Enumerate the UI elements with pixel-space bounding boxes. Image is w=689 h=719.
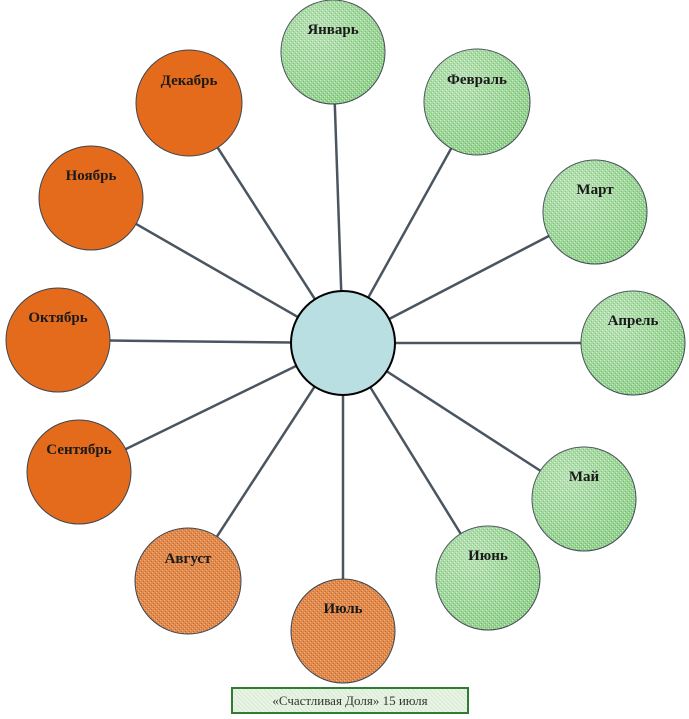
month-circle-sheen	[543, 160, 647, 264]
month-circle	[134, 527, 242, 635]
spoke-3	[388, 234, 550, 321]
month-node-12: Декабрь	[135, 49, 243, 157]
month-label: Январь	[307, 22, 358, 38]
month-node-1: Январь	[280, 0, 386, 105]
month-circle	[290, 578, 396, 684]
month-label: Март	[576, 182, 614, 198]
month-label: Июль	[323, 601, 362, 617]
spoke-5	[385, 370, 542, 472]
month-node-10: Октябрь	[5, 287, 111, 393]
spoke-1	[333, 103, 343, 292]
spoke-8	[215, 385, 316, 538]
month-node-11: Ноябрь	[38, 145, 144, 251]
month-node-6: Июнь	[435, 525, 541, 631]
month-label: Декабрь	[161, 73, 218, 89]
month-label: Июнь	[468, 548, 508, 564]
spoke-12	[216, 146, 316, 300]
month-label: Август	[165, 551, 212, 567]
month-circle-sheen	[424, 49, 530, 155]
center-hub	[290, 290, 396, 396]
month-label: Апрель	[608, 313, 659, 329]
month-circle-sheen	[436, 526, 540, 630]
month-circle	[5, 287, 111, 393]
month-node-5: Май	[531, 446, 637, 552]
month-label: Февраль	[447, 72, 507, 88]
month-circle	[26, 419, 132, 525]
month-circle	[38, 145, 144, 251]
month-circle-sheen	[581, 291, 685, 395]
month-label: Май	[569, 469, 600, 485]
month-circle	[135, 49, 243, 157]
month-label: Октябрь	[28, 310, 87, 326]
month-circle-sheen	[532, 447, 636, 551]
month-label: Сентябрь	[46, 442, 111, 458]
spoke-6	[369, 386, 462, 535]
caption-text: «Счастливая Доля» 15 июля	[272, 692, 428, 708]
month-circle-sheen	[281, 0, 385, 104]
month-node-2: Февраль	[423, 48, 531, 156]
caption: «Счастливая Доля» 15 июля	[231, 687, 469, 714]
spoke-2	[367, 147, 453, 299]
spoke-9	[125, 364, 297, 451]
spokes	[109, 103, 581, 579]
month-node-4: Апрель	[580, 290, 686, 396]
month-node-9: Сентябрь	[26, 419, 132, 525]
month-label: Ноябрь	[66, 168, 117, 184]
spoke-11	[135, 222, 299, 319]
month-node-3: Март	[542, 159, 648, 265]
month-node-7: Июль	[290, 578, 396, 684]
month-node-8: Август	[134, 527, 242, 635]
spoke-10	[109, 339, 292, 344]
